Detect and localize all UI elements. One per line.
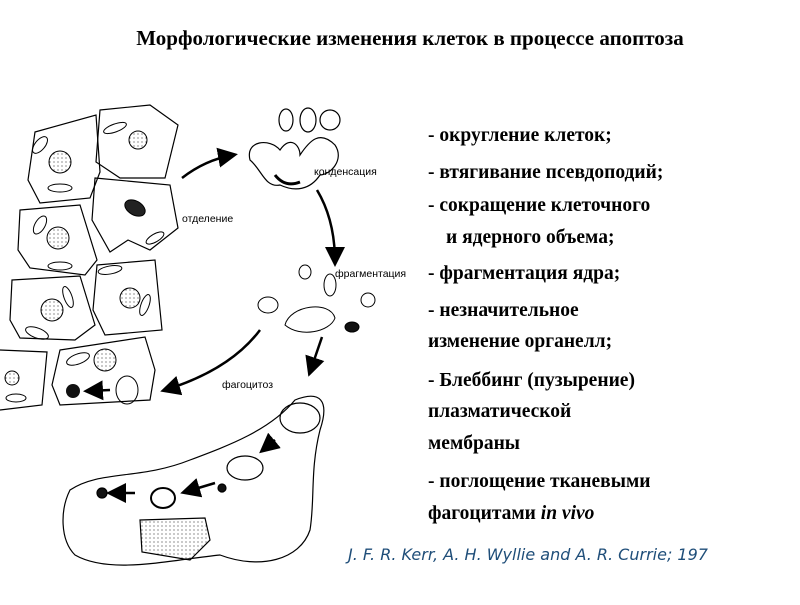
label-separation: отделение xyxy=(182,213,234,225)
list-item: - втягивание псевдоподий; xyxy=(428,161,664,183)
phagocyte xyxy=(62,395,325,566)
label-phagocytosis: фагоцитоз xyxy=(222,379,274,391)
list-item: - округление клеток; xyxy=(428,125,612,146)
apoptosis-diagram: конденсация отделение фрагментация фагоц… xyxy=(0,100,420,600)
list-item: - поглощение тканевыми xyxy=(428,471,651,492)
process-arrows xyxy=(83,147,345,503)
list-item: мембраны xyxy=(428,432,521,454)
label-condensation: конденсация xyxy=(314,166,377,178)
engulfed-body xyxy=(66,384,80,398)
mitochondria xyxy=(5,121,165,405)
list-item: - Блеббинг (пузырение) xyxy=(428,369,635,391)
nuclei xyxy=(4,130,148,386)
list-item: изменение органелл; xyxy=(428,331,613,352)
list-item: плазматической xyxy=(428,401,572,422)
citation: J. F. R. Kerr, A. H. Wyllie and A. R. Cu… xyxy=(348,545,708,564)
list-item-text: фагоцитами xyxy=(428,502,541,524)
label-fragmentation: фрагментация xyxy=(335,268,407,280)
list-item: - сокращение клеточного xyxy=(428,195,651,216)
feature-list: - округление клеток; - втягивание псевдо… xyxy=(428,120,663,529)
list-item: - незначительное xyxy=(428,299,579,321)
in-vivo-text: in vivo xyxy=(540,502,595,524)
condensed-cell xyxy=(248,107,341,190)
slide-title: Морфологические изменения клеток в проце… xyxy=(136,26,684,50)
fragments xyxy=(257,264,376,333)
tissue-cells xyxy=(0,104,179,411)
list-item: и ядерного объема; xyxy=(446,226,615,248)
apoptosis-illustration xyxy=(0,104,376,566)
list-item: - фрагментация ядра; xyxy=(428,263,621,284)
list-item: фагоцитами in vivo xyxy=(428,498,663,530)
